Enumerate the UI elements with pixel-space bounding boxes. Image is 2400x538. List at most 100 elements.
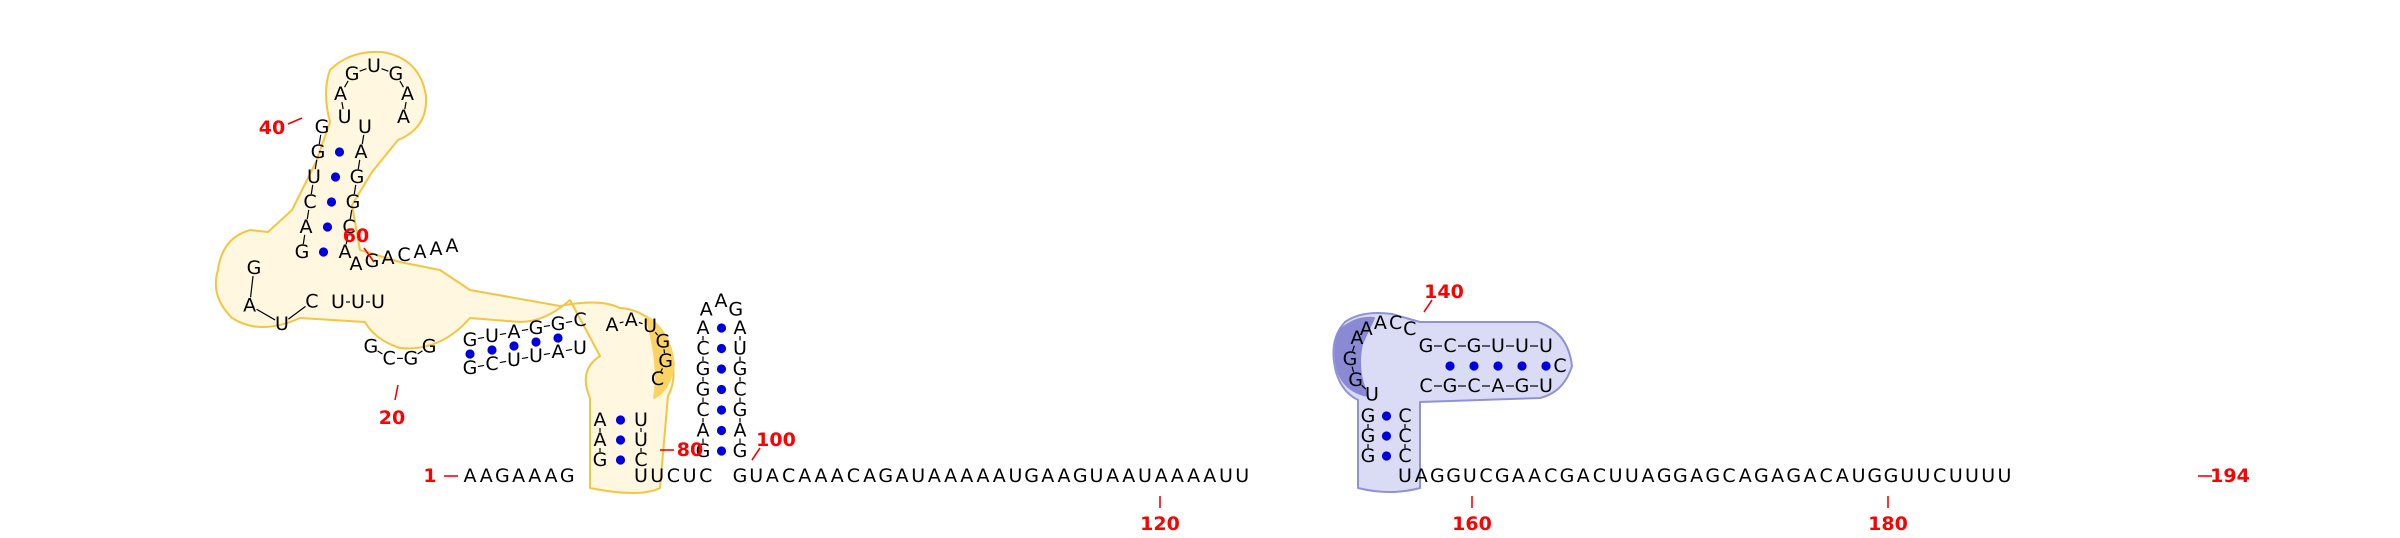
nucleotide: A <box>715 290 728 312</box>
position-number: 180 <box>1868 513 1908 533</box>
nucleotide: G <box>1073 465 1088 487</box>
nucleotide: U <box>1916 465 1930 487</box>
backbone-segment <box>663 349 666 354</box>
nucleotide: A <box>734 420 747 442</box>
base-pair-dot <box>716 343 727 354</box>
nucleotide: C <box>342 216 355 238</box>
base-pair-dot <box>1469 361 1479 371</box>
backbone-segment <box>404 101 407 110</box>
nucleotide: A <box>798 465 811 487</box>
base-pair-dot <box>716 323 727 333</box>
nucleotide: A <box>1122 465 1135 487</box>
nucleotide: G <box>350 166 365 188</box>
nucleotide: G <box>1884 465 1899 487</box>
nucleotide: G <box>728 299 743 321</box>
nucleotide: G <box>1348 369 1363 391</box>
base-pair-dot <box>615 435 626 445</box>
backbone-segment <box>314 159 318 170</box>
backbone-segment <box>565 348 573 352</box>
nucleotide: G <box>311 141 326 163</box>
nucleotide: A <box>1106 465 1119 487</box>
nucleotide: G <box>388 63 403 85</box>
base-pair-dot <box>326 197 337 207</box>
nucleotide: U <box>1463 465 1477 487</box>
domain-2-accent <box>1334 316 1375 397</box>
position-number: 120 <box>1140 513 1180 533</box>
nucleotide: A <box>928 465 941 487</box>
nucleotide: G <box>247 257 262 279</box>
nucleotide: C <box>1553 355 1566 377</box>
position-number: 160 <box>1452 513 1492 533</box>
nucleotide: G <box>1361 425 1376 447</box>
base-pair-dot <box>1381 411 1392 421</box>
nucleotide: A <box>1804 465 1817 487</box>
nucleotide: U <box>338 106 352 128</box>
base-pair-dot <box>615 455 626 465</box>
nucleotide: A <box>815 465 828 487</box>
domain-2-highlight <box>1332 312 1573 493</box>
base-pairs <box>318 147 1551 465</box>
backbone-segment <box>256 308 276 321</box>
nucleotide: A <box>355 141 368 163</box>
nucleotide: G <box>1430 465 1445 487</box>
backbone-segment <box>417 350 423 355</box>
nucleotide: C <box>1820 465 1833 487</box>
nucleotide: G <box>1419 335 1434 357</box>
nucleotide: G <box>1560 465 1575 487</box>
nucleotide: A <box>397 106 410 128</box>
nucleotide: A <box>766 465 779 487</box>
nucleotide: A <box>625 309 638 331</box>
domain-1-accent <box>645 315 675 399</box>
nucleotide: C <box>1419 375 1432 397</box>
nucleotide: A <box>1058 465 1071 487</box>
nucleotide: A <box>1350 327 1363 349</box>
nucleotide: G <box>733 440 748 462</box>
nucleotide: U <box>1981 465 1995 487</box>
nucleotide: U <box>733 338 747 360</box>
nucleotide: A <box>512 465 525 487</box>
nucleotide: G <box>364 335 379 357</box>
nucleotide: U <box>1398 465 1412 487</box>
base-pair-dot <box>716 446 727 456</box>
nucleotide: U <box>1997 465 2011 487</box>
backbone-segment <box>381 68 389 72</box>
nucleotide: G <box>365 250 380 272</box>
nucleotide: A <box>243 294 256 316</box>
backbone-segment <box>1351 345 1355 352</box>
backbone-segment <box>249 276 254 298</box>
position-number: 40 <box>259 117 285 139</box>
nucleotide: G <box>529 317 544 339</box>
nucleotide: C <box>1593 465 1606 487</box>
nucleotide: U <box>1219 465 1233 487</box>
nucleotide: G <box>1495 465 1510 487</box>
backbone-segment <box>477 364 485 368</box>
nucleotide: G <box>1024 465 1039 487</box>
nucleotide: A <box>594 409 607 431</box>
nucleotide: G <box>422 335 437 357</box>
nucleotide: A <box>1836 465 1849 487</box>
nucleotide: U <box>634 429 648 451</box>
nucleotide: A <box>382 247 395 269</box>
nucleotide: G <box>463 329 478 351</box>
nucleotide: U <box>1949 465 1963 487</box>
nucleotide: G <box>1867 465 1882 487</box>
backbone-segment <box>521 328 529 332</box>
nucleotide: A <box>697 317 710 339</box>
nucleotide: G <box>1705 465 1720 487</box>
backbone-segment <box>357 159 361 170</box>
nucleotide: U <box>634 409 648 431</box>
nucleotide: C <box>667 465 680 487</box>
nucleotide: A <box>1360 318 1373 340</box>
nucleotide: U <box>1008 465 1022 487</box>
backbone-segment <box>377 350 383 355</box>
nucleotide: A <box>334 83 347 105</box>
nucleotide: U <box>643 315 657 337</box>
nucleotide: G <box>1361 445 1376 467</box>
nucleotide: C <box>1467 375 1480 397</box>
nucleotide: A <box>831 465 844 487</box>
nucleotide: A <box>545 465 558 487</box>
number-tick <box>751 447 761 461</box>
nucleotide: C <box>847 465 860 487</box>
nucleotide: A <box>480 465 493 487</box>
